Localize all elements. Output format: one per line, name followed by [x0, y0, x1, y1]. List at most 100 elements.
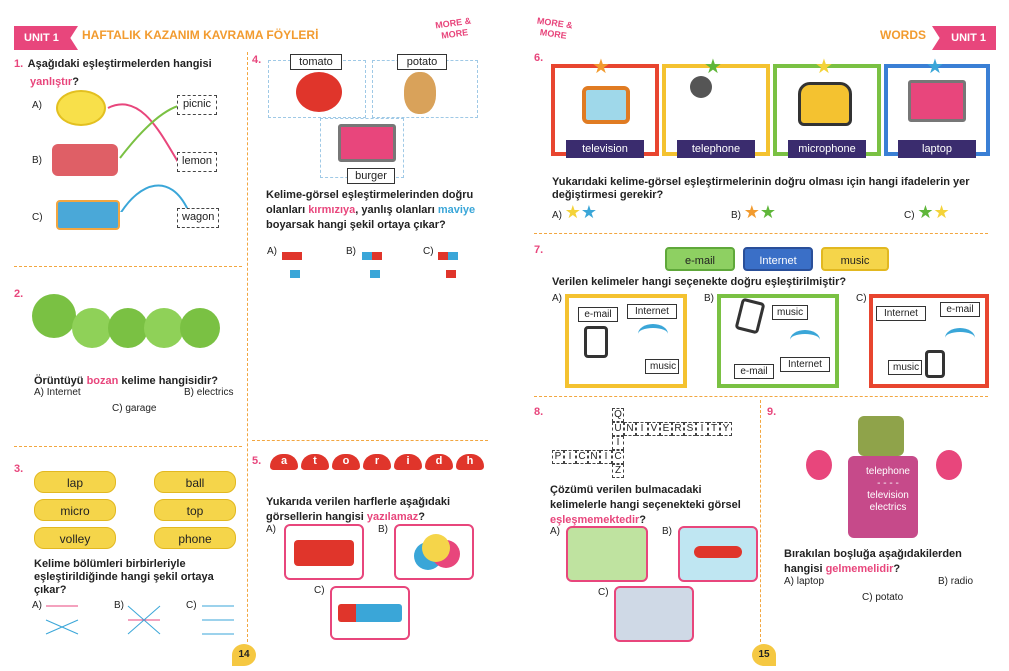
- q2-option-b[interactable]: B) electrics: [184, 387, 234, 398]
- q2-text-highlight: bozan: [86, 375, 119, 387]
- wifi-icon: [638, 324, 668, 344]
- word-lemon: lemon: [177, 152, 217, 172]
- star-icon-yellow: ★: [815, 56, 833, 78]
- q4-label-a[interactable]: A): [267, 246, 277, 257]
- telephone-image: [798, 82, 852, 126]
- q7-b-word-1: music: [772, 305, 808, 320]
- card-label-laptop: laptop: [898, 140, 976, 158]
- q8-label-b[interactable]: B): [662, 526, 672, 537]
- pill-phone: phone: [154, 527, 236, 549]
- q5-label-b[interactable]: B): [378, 524, 388, 535]
- q2-option-a[interactable]: A) Internet: [34, 387, 81, 398]
- q3-text: Kelime bölümleri birbirleriyle eşleştiri…: [34, 558, 214, 596]
- q3-label-a[interactable]: A): [32, 600, 42, 611]
- q6-text: Yukarıdaki kelime-görsel eşleştirmelerin…: [552, 176, 970, 201]
- q3-option-c-lines: [202, 605, 234, 635]
- q6-option-c[interactable]: C) ★★: [904, 202, 950, 222]
- q7-b-word-3: e-mail: [734, 364, 774, 379]
- laptop-icon: [908, 80, 966, 122]
- q6-option-a[interactable]: A) ★★: [552, 202, 598, 222]
- letter-3: r: [374, 455, 380, 467]
- wifi-icon: [790, 330, 820, 350]
- q3-number: 3.: [14, 463, 24, 475]
- q5-label-a[interactable]: A): [266, 524, 276, 535]
- pill-ball: ball: [154, 471, 236, 493]
- q2-number: 2.: [14, 288, 24, 300]
- q9-option-b[interactable]: B) radio: [938, 576, 974, 587]
- logo-left: MORE & MORE: [434, 15, 472, 41]
- q6-option-b[interactable]: B) ★★: [731, 202, 777, 222]
- q6-number: 6.: [534, 52, 544, 64]
- lemon-image: [56, 90, 106, 126]
- q1-connector-lines: [107, 103, 189, 212]
- star-icon: ★: [564, 202, 581, 222]
- q2-option-c[interactable]: C) garage: [112, 403, 157, 414]
- q5-label-c[interactable]: C): [314, 585, 325, 596]
- q7-text: Verilen kelimeler hangi seçenekte doğru …: [552, 276, 847, 288]
- q4-option-a-shape: [282, 247, 302, 283]
- q1-text-highlight: yanlıştır: [30, 76, 73, 88]
- phone-icon: [584, 326, 608, 358]
- q5-number: 5.: [252, 455, 262, 467]
- q4-label-b[interactable]: B): [346, 246, 356, 257]
- q3-label-b[interactable]: B): [114, 600, 124, 611]
- letter-1: t: [313, 455, 317, 467]
- q3-option-a-lines: [45, 605, 79, 635]
- q4-option-c-shape: [438, 247, 458, 283]
- balloons-image: [394, 524, 474, 580]
- q4-bottom-line: [252, 440, 488, 441]
- q7-label-c[interactable]: C): [856, 293, 867, 304]
- q9-option-c[interactable]: C) potato: [862, 592, 904, 603]
- q1-text: Aşağıdaki eşleştirmelerden hangisi: [27, 58, 212, 70]
- q6-bottom-line: [534, 233, 988, 234]
- pill-lap: lap: [34, 471, 116, 493]
- right-page-divider: [760, 400, 761, 642]
- robot-image: [786, 410, 986, 540]
- crossword: Q U I Z N I V E R S I T Y P I C N I C: [550, 408, 760, 480]
- word-burger: burger: [347, 168, 395, 184]
- q9-option-a[interactable]: A) laptop: [784, 576, 825, 587]
- robot-words: telephone - - - - television electrics: [866, 466, 910, 513]
- q8-label-c[interactable]: C): [598, 587, 609, 598]
- q1-label-a: A): [32, 100, 42, 111]
- q7-b-word-2: Internet: [780, 357, 830, 372]
- pill-micro: micro: [34, 499, 116, 521]
- caterpillar-image: [32, 294, 224, 358]
- star-icon: ★: [580, 202, 598, 222]
- letter-0: a: [280, 455, 288, 467]
- tomato-image: [296, 72, 342, 112]
- picnic-image: [52, 144, 118, 176]
- helicopter-photo: [678, 526, 758, 582]
- q7-a-word-1: e-mail: [578, 307, 618, 322]
- star-icon-red: ★: [592, 56, 610, 78]
- letter-5: d: [435, 455, 443, 467]
- q1-label-c: C): [32, 212, 43, 223]
- star-icon: ★: [743, 202, 760, 222]
- q3-option-b-lines: [127, 605, 161, 635]
- q1-number: 1.: [14, 58, 24, 70]
- q4-label-c[interactable]: C): [423, 246, 434, 257]
- train-image: [330, 586, 410, 640]
- q8-label-a[interactable]: A): [550, 526, 560, 537]
- pill-volley: volley: [34, 527, 116, 549]
- university-photo: [614, 586, 694, 642]
- q7-label-a[interactable]: A): [552, 293, 562, 304]
- q2-text: Örüntüyü bozan kelime hangisidir?: [34, 375, 218, 387]
- radio-image: [284, 524, 364, 580]
- q1-label-b: B): [32, 155, 42, 166]
- letter-4: i: [406, 455, 410, 467]
- q7-c-word-2: e-mail: [940, 302, 980, 317]
- card-label-microphone: microphone: [788, 140, 866, 158]
- card-label-telephone: telephone: [677, 140, 755, 158]
- mushroom-letters: a t o r i d h: [270, 454, 484, 482]
- word-tomato: tomato: [290, 54, 342, 70]
- star-icon-blue: ★: [926, 56, 944, 78]
- q5-text: Yukarıda verilen harflerle aşağıdaki gör…: [266, 496, 451, 523]
- q4-option-b-shape: [362, 247, 382, 283]
- q2-bottom-line: [14, 446, 242, 447]
- letter-2: o: [342, 455, 350, 467]
- q3-label-c[interactable]: C): [186, 600, 197, 611]
- q7-label-b[interactable]: B): [704, 293, 714, 304]
- phone-icon: [925, 350, 945, 378]
- logo-right: MORE & MORE: [536, 15, 574, 41]
